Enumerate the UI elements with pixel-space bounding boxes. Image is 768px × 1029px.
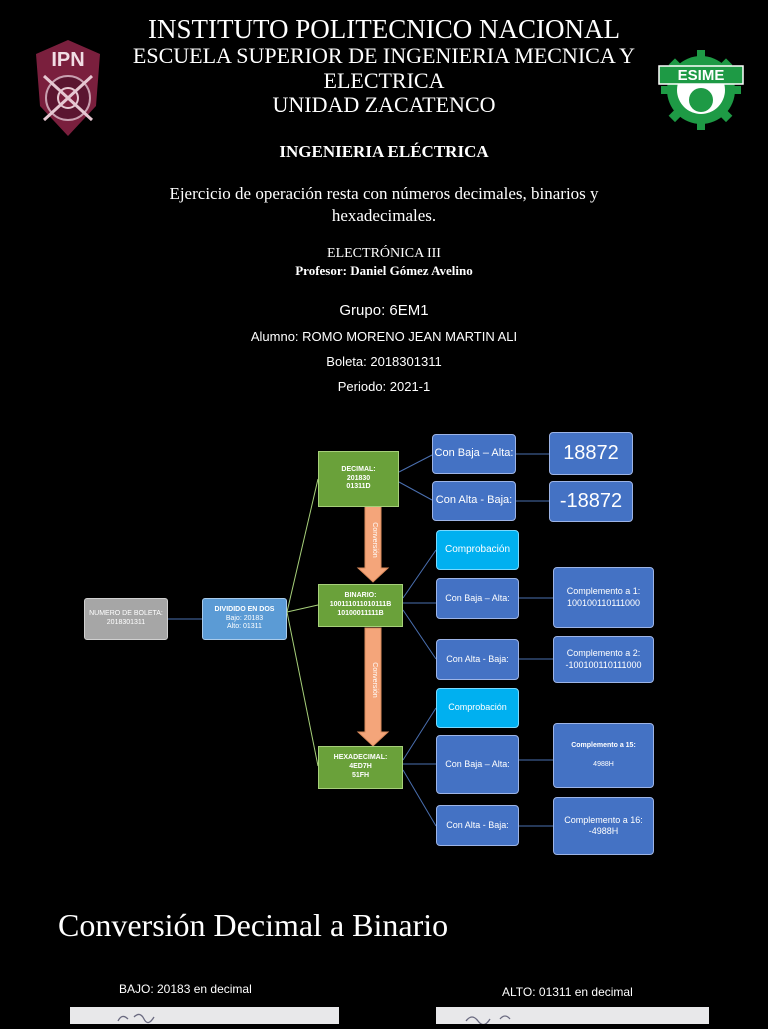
professor-name: Profesor: Daniel Gómez Avelino — [295, 263, 473, 278]
node-bin-alta-baja-label: Con Alta - Baja: — [446, 653, 509, 664]
section-title: Conversión Decimal a Binario — [58, 907, 449, 943]
node-hex-baja-alta-label: Con Baja – Alta: — [445, 758, 510, 769]
node-hex-comp15-title: Complemento a 15: — [571, 741, 636, 749]
high-caption: ALTO: 01311 en decimal — [502, 985, 633, 999]
node-dec-alta-baja: Con Alta - Baja: — [432, 481, 516, 521]
node-hexadecimal: HEXADECIMAL: 4ED7H 51FH — [318, 746, 403, 789]
node-boleta-line1: NUMERO DE BOLETA: — [89, 610, 163, 618]
conversion-arrow-label-1: Conversión — [371, 522, 378, 558]
node-split-line3: Alto: 01311 — [227, 623, 262, 631]
node-bin-comp2-value: -100100110111000 — [565, 659, 642, 670]
node-dec-alta-baja-label: Con Alta - Baja: — [435, 494, 513, 507]
description-line2: hexadecimales. — [331, 206, 437, 225]
node-boleta: NUMERO DE BOLETA: 2018301311 — [84, 598, 168, 640]
node-hex-comp15: Complemento a 15: 4988H — [553, 723, 654, 788]
node-bin-comp1-title: Complemento a 1: — [566, 586, 641, 597]
esime-logo-text: ESIME — [678, 67, 725, 84]
boleta-label: Boleta: 2018301311 — [326, 354, 442, 369]
subject-title: ELECTRÓNICA III — [327, 246, 441, 261]
node-split-line2: Bajo: 20183 — [225, 614, 264, 622]
node-split-line1: DIVIDIDO EN DOS — [214, 605, 275, 613]
node-bin-comprobacion-label: Comprobación — [444, 543, 511, 555]
node-dec-result-2-value: -18872 — [559, 490, 623, 512]
node-hex-comp16-title: Complemento a 16: — [564, 814, 643, 825]
description-line1: Ejercicio de operación resta con números… — [169, 184, 599, 203]
node-binario-line3: 10100011111B — [337, 609, 384, 617]
node-hex-alta-baja: Con Alta - Baja: — [436, 805, 519, 846]
node-decimal: DECIMAL: 201830 01311D — [318, 451, 399, 507]
node-decimal-line1: DECIMAL: — [341, 465, 376, 473]
handwritten-photo-high — [436, 1007, 709, 1026]
school-title-line2: ELECTRICA — [323, 68, 445, 93]
node-boleta-line2: 2018301311 — [106, 619, 146, 626]
node-hex-comprobacion-label: Comprobación — [448, 702, 507, 713]
node-hex-comp15-value: 4988H — [593, 760, 614, 768]
node-hex-line2: 4ED7H — [349, 763, 372, 771]
node-hex-comp16-value: -4988H — [588, 826, 619, 836]
node-bin-comp2: Complemento a 2: -100100110111000 — [553, 636, 654, 683]
period-label: Periodo: 2021-1 — [337, 379, 431, 394]
node-dec-result-1: 18872 — [549, 432, 633, 475]
handwritten-photo-low — [70, 1007, 339, 1024]
low-caption: BAJO: 20183 en decimal — [119, 982, 252, 996]
node-binario: BINARIO: 100111011010111B 10100011111B — [318, 584, 403, 627]
node-hex-line1: HEXADECIMAL: — [333, 754, 388, 762]
node-bin-baja-alta: Con Baja – Alta: — [436, 578, 519, 619]
ipn-logo: IPN — [30, 36, 106, 140]
node-dec-baja-alta: Con Baja – Alta: — [432, 434, 516, 474]
node-hex-baja-alta: Con Baja – Alta: — [436, 735, 519, 794]
node-hex-alta-baja-label: Con Alta - Baja: — [446, 819, 509, 830]
node-split: DIVIDIDO EN DOS Bajo: 20183 Alto: 01311 — [202, 598, 287, 640]
esime-logo: ESIME — [655, 48, 747, 132]
node-binario-line2: 100111011010111B — [329, 601, 392, 609]
node-hex-comprobacion: Comprobación — [436, 688, 519, 728]
ipn-logo-text: IPN — [51, 49, 84, 71]
institution-title: INSTITUTO POLITECNICO NACIONAL — [148, 14, 620, 44]
node-bin-alta-baja: Con Alta - Baja: — [436, 639, 519, 680]
node-dec-result-1-value: 18872 — [563, 442, 619, 464]
group-label: Grupo: 6EM1 — [339, 302, 429, 319]
career-title: INGENIERIA ELÉCTRICA — [279, 142, 489, 161]
node-bin-comp1: Complemento a 1: 100100110111000 — [553, 567, 654, 628]
node-bin-comp2-title: Complemento a 2: — [566, 648, 641, 659]
conversion-arrow-2 — [356, 627, 390, 747]
node-hex-line3: 51FH — [351, 771, 370, 779]
node-decimal-line2: 201830 — [346, 474, 371, 482]
node-bin-baja-alta-label: Con Baja – Alta: — [445, 592, 510, 603]
node-bin-comprobacion: Comprobación — [436, 530, 519, 570]
node-dec-result-2: -18872 — [549, 481, 633, 522]
student-label: Alumno: ROMO MORENO JEAN MARTIN ALI — [250, 329, 518, 344]
school-title-line1: ESCUELA SUPERIOR DE INGENIERIA MECNICA Y — [132, 43, 636, 68]
node-decimal-line3: 01311D — [346, 483, 371, 491]
conversion-arrow-label-2: Conversión — [371, 662, 378, 698]
conversion-arrow-1 — [356, 505, 390, 583]
node-hex-comp16: Complemento a 16: -4988H — [553, 797, 654, 855]
node-bin-comp1-value: 100100110111000 — [566, 597, 641, 608]
node-binario-line1: BINARIO: — [344, 592, 377, 600]
node-dec-baja-alta-label: Con Baja – Alta: — [434, 447, 514, 460]
campus-title: UNIDAD ZACATENCO — [272, 92, 496, 117]
